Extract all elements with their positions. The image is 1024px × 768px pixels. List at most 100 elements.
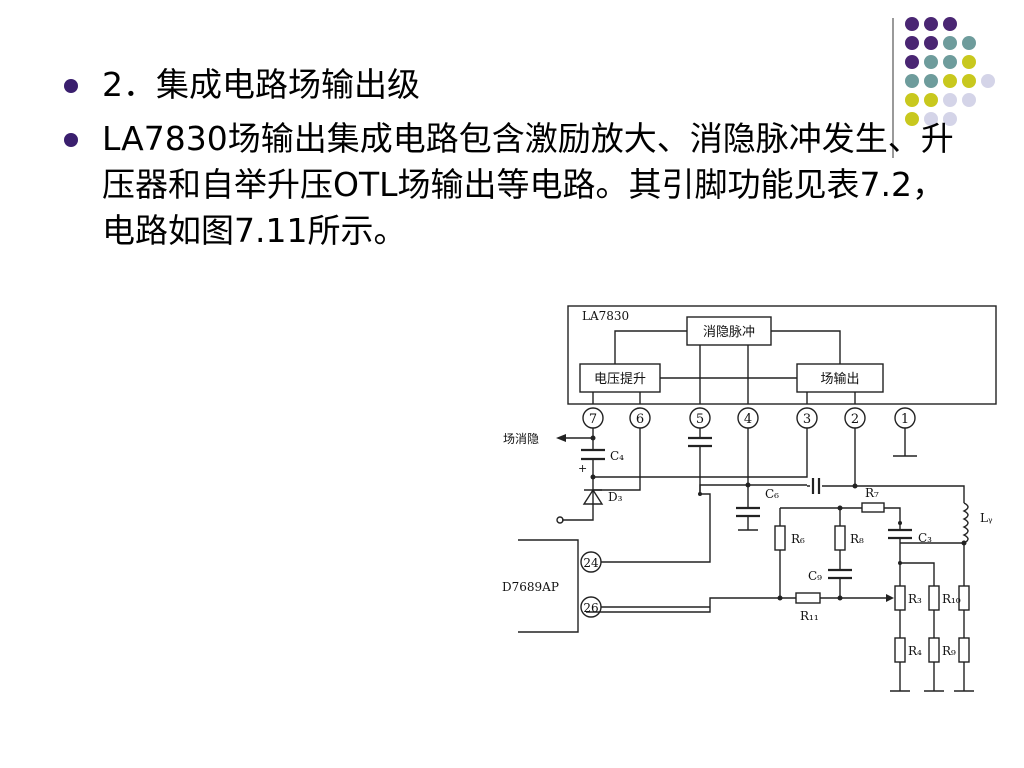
pin3-feedback-wire [593,428,808,478]
pin-1-label: 1 [901,412,909,427]
resistor-r8-symbol [834,525,846,551]
c9-label: C₉ [808,569,822,583]
decorative-dot [943,17,957,31]
capacitor-c6-symbol [736,506,760,518]
ext-pin-26: 26 [580,596,602,618]
ext-pin-26-label: 26 [583,601,598,615]
decorative-dot [924,74,938,88]
decorative-divider [892,18,894,158]
decorative-dot [943,74,957,88]
decorative-dot [981,74,995,88]
decorative-dot [943,112,957,126]
pin1-ground [893,428,917,457]
pin-7-label: 7 [589,412,597,427]
capacitor-coupling-symbol [811,478,821,494]
yoke-ground [954,662,974,692]
r4-label: R₄ [908,644,922,658]
r10-label: R₁₀ [942,592,961,606]
pin-6-label: 6 [636,412,644,427]
ext-ic-outline [518,539,579,633]
decorative-dot [943,36,957,50]
terminal [556,516,564,524]
decorative-dot [943,55,957,69]
diode-d3-symbol [582,488,604,505]
ly-label: Lᵧ [980,511,993,525]
pin-3-label: 3 [803,412,811,427]
block-blanking-label: 消隐脉冲 [703,325,755,340]
junction [898,521,902,525]
bullet-dot-icon [64,133,78,147]
decorative-dot [924,112,938,126]
junction [590,435,596,441]
ext-pin-24-label: 24 [583,556,599,570]
resistor-yoke-lower-symbol [958,637,970,663]
r7-label: R₇ [865,486,879,500]
ext-pin-24: 24 [580,551,602,573]
resistor-r10-symbol [928,585,940,611]
resistor-r6-symbol [774,525,786,551]
c4-polarity: + [578,462,587,475]
pin-7: 7 [582,407,604,429]
r11-label: R₁₁ [800,609,819,623]
blank-to-boost [614,330,687,364]
arrow-right-icon [886,594,894,602]
r9-ground [924,662,944,692]
junction [837,505,843,511]
bullet-text: LA7830场输出集成电路包含激励放大、消隐脉冲发生、升压器和自举升压OTL场输… [102,119,954,250]
decorative-dot [924,55,938,69]
bullet-list: 2．集成电路场输出级 LA7830场输出集成电路包含激励放大、消隐脉冲发生、升压… [62,62,962,254]
arrow-left-icon [556,434,566,442]
block-output-label: 场输出 [820,371,859,387]
pin-4-label: 4 [744,412,752,427]
resistor-r9-symbol [928,637,940,663]
ext-ic-label: D7689AP [502,580,559,594]
decorative-dot [924,93,938,107]
pin-1: 1 [894,407,916,429]
resistor-r4-symbol [894,637,906,663]
decorative-dot [905,74,919,88]
r8-label: R₈ [850,532,864,546]
decorative-dot [905,36,919,50]
r6-label: R₆ [791,532,805,546]
r4-ground [890,662,910,692]
pin-4: 4 [737,407,759,429]
decorative-dot [962,93,976,107]
pin-5: 5 [689,407,711,429]
decorative-dot [905,112,919,126]
decorative-dot [905,93,919,107]
decorative-dot [962,55,976,69]
r7-right-wire [884,507,901,523]
capacitor-c3-symbol [888,528,912,540]
d3-label: D₃ [608,490,623,504]
decorative-dot [924,17,938,31]
decorative-dot [905,55,919,69]
decorative-dot [924,36,938,50]
pin26-wire [586,597,796,613]
pin-5-label: 5 [696,412,704,427]
resistor-r3-symbol [894,585,906,611]
decorative-dot [905,17,919,31]
blank-to-output [771,330,841,364]
pin-6: 6 [629,407,651,429]
c4-label: C₄ [610,449,624,463]
bullet-text: 2．集成电路场输出级 [102,65,420,104]
pin24-wire [601,493,711,563]
capacitor-c9-symbol [828,568,852,580]
r10-top-wire [900,562,935,586]
decorative-dot [962,74,976,88]
pin6-wire [593,428,641,491]
bullet-item-description: LA7830场输出集成电路包含激励放大、消隐脉冲发生、升压器和自举升压OTL场输… [62,116,962,254]
ic-outline [567,305,997,405]
r9-label: R₉ [942,644,956,658]
bullet-item-heading: 2．集成电路场输出级 [62,62,962,108]
decorative-dot [962,36,976,50]
yoke-top-wire [855,485,965,503]
bullet-dot-icon [64,79,78,93]
c6-label: C₆ [765,487,779,501]
c3-label: C₃ [918,531,932,545]
decorative-dot [943,93,957,107]
pin-2-label: 2 [851,412,859,427]
yoke-coil-ly-symbol [962,502,969,544]
resistor-r7-symbol [861,502,885,513]
c6-ground [738,516,758,531]
